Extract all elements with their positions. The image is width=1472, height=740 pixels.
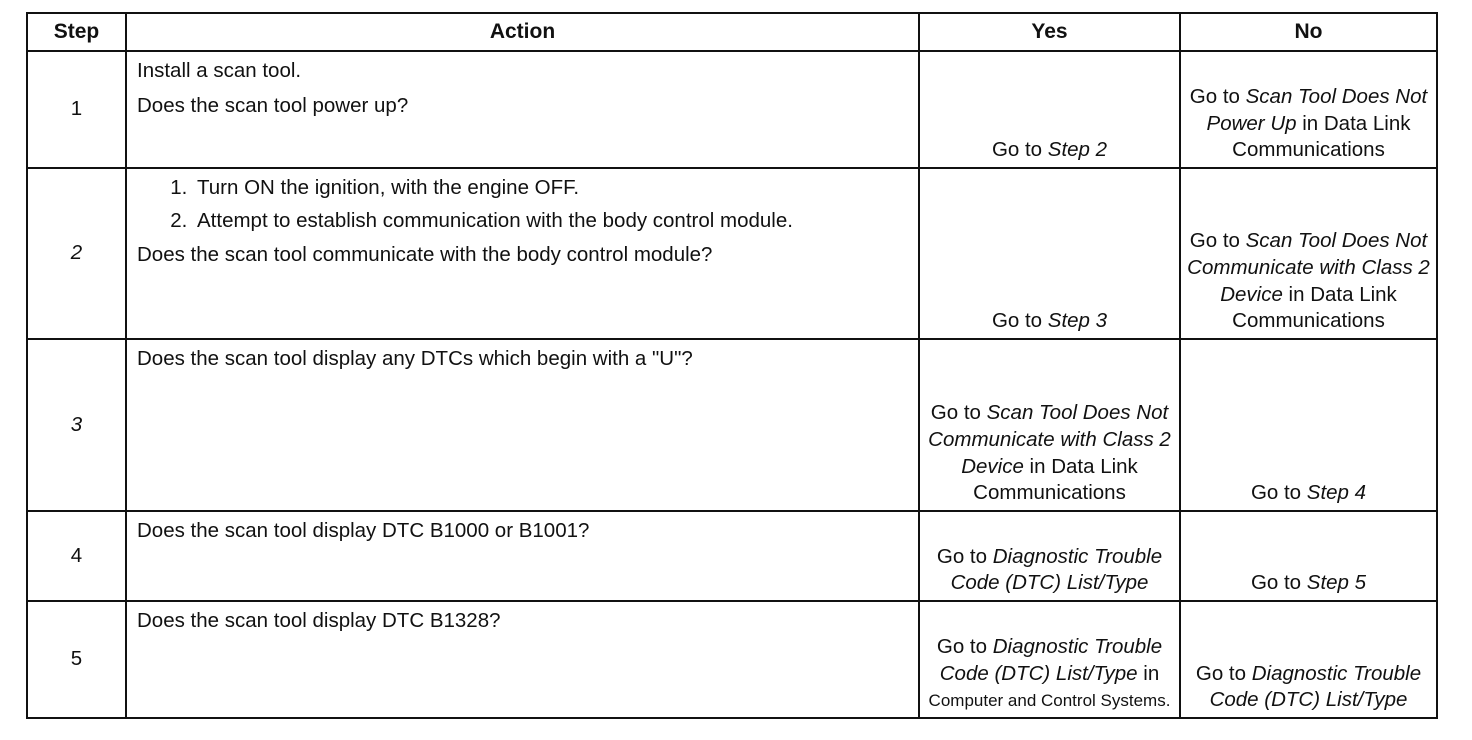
yes-text: Go to — [930, 401, 987, 425]
action-steps-list: Turn ON the ignition, with the engine OF… — [137, 175, 910, 234]
step-number: 5 — [26, 600, 127, 719]
yes-cell: Go to Step 3 — [918, 167, 1181, 340]
action-question: Does the scan tool display DTC B1000 or … — [137, 519, 590, 542]
yes-cell: Go to Diagnostic Trouble Code (DTC) List… — [918, 600, 1181, 719]
action-question: Does the scan tool display DTC B1328? — [137, 609, 501, 632]
yes-link[interactable]: Diagnostic Trouble Code (DTC) List/Type — [950, 544, 1163, 595]
yes-text-suffix: in Data Link Communications — [973, 454, 1138, 505]
yes-cell: Go to Step 2 — [918, 50, 1181, 169]
step-number: 1 — [26, 50, 127, 169]
step-number: 4 — [26, 510, 127, 602]
action-text: Install a scan tool. — [137, 59, 302, 82]
no-link[interactable]: Step 4 — [1306, 481, 1367, 505]
table-row: 4 Does the scan tool display DTC B1000 o… — [26, 510, 1438, 602]
yes-text: Go to — [936, 544, 993, 568]
no-text: Go to — [1189, 229, 1246, 253]
yes-link[interactable]: Diagnostic Trouble Code (DTC) List/Type — [939, 635, 1163, 685]
action-cell: Does the scan tool display DTC B1000 or … — [125, 510, 920, 602]
no-cell: Go to Step 5 — [1179, 510, 1438, 602]
no-text: Go to — [1189, 85, 1246, 109]
table-header-row: Step Action Yes No — [26, 12, 1438, 52]
no-link[interactable]: Diagnostic Trouble Code (DTC) List/Type — [1209, 661, 1422, 712]
no-link[interactable]: Scan Tool Does Not Power Up — [1206, 85, 1428, 135]
action-step-item: Attempt to establish communication with … — [193, 208, 910, 235]
no-text: Go to — [1250, 571, 1307, 595]
yes-text-mid: in — [1137, 661, 1160, 685]
action-cell: Turn ON the ignition, with the engine OF… — [125, 167, 920, 340]
action-cell: Does the scan tool display DTC B1328? — [125, 600, 920, 719]
action-step-item: Turn ON the ignition, with the engine OF… — [193, 175, 910, 202]
action-cell: Install a scan tool. Does the scan tool … — [125, 50, 920, 169]
no-text-suffix: in Data Link Communications — [1232, 111, 1411, 162]
no-cell: Go to Step 4 — [1179, 338, 1438, 512]
yes-link[interactable]: Step 2 — [1047, 138, 1108, 162]
step-number: 2 — [26, 167, 127, 340]
no-text: Go to — [1250, 481, 1307, 505]
yes-link[interactable]: Step 3 — [1047, 309, 1108, 333]
header-yes: Yes — [918, 12, 1181, 52]
table-row: 1 Install a scan tool. Does the scan too… — [26, 50, 1438, 169]
yes-link[interactable]: Scan Tool Does Not Communicate with Clas… — [928, 401, 1171, 478]
action-question: Does the scan tool communicate with the … — [137, 243, 713, 267]
action-question: Does the scan tool power up? — [137, 93, 409, 117]
yes-cell: Go to Scan Tool Does Not Communicate wit… — [918, 338, 1181, 512]
yes-text: Go to — [991, 309, 1048, 333]
yes-text-reference: Computer and Control Systems. — [928, 691, 1171, 711]
table-row: 5 Does the scan tool display DTC B1328? … — [26, 600, 1438, 719]
no-cell: Go to Scan Tool Does Not Communicate wit… — [1179, 167, 1438, 340]
yes-text: Go to — [936, 635, 993, 659]
action-question: Does the scan tool display any DTCs whic… — [137, 347, 693, 370]
table-row: 3 Does the scan tool display any DTCs wh… — [26, 338, 1438, 512]
no-cell: Go to Scan Tool Does Not Power Up in Dat… — [1179, 50, 1438, 169]
action-cell: Does the scan tool display any DTCs whic… — [125, 338, 920, 512]
no-text: Go to — [1195, 661, 1252, 685]
yes-text: Go to — [991, 138, 1048, 162]
yes-cell: Go to Diagnostic Trouble Code (DTC) List… — [918, 510, 1181, 602]
step-number: 3 — [26, 338, 127, 512]
table-row: 2 Turn ON the ignition, with the engine … — [26, 167, 1438, 340]
header-action: Action — [125, 12, 920, 52]
no-text-suffix: in Data Link Communications — [1232, 282, 1397, 333]
diagnostic-table: Step Action Yes No 1 Install a scan tool… — [26, 12, 1438, 719]
no-cell: Go to Diagnostic Trouble Code (DTC) List… — [1179, 600, 1438, 719]
header-no: No — [1179, 12, 1438, 52]
no-link[interactable]: Step 5 — [1306, 571, 1367, 595]
no-link[interactable]: Scan Tool Does Not Communicate with Clas… — [1187, 229, 1430, 306]
header-step: Step — [26, 12, 127, 52]
